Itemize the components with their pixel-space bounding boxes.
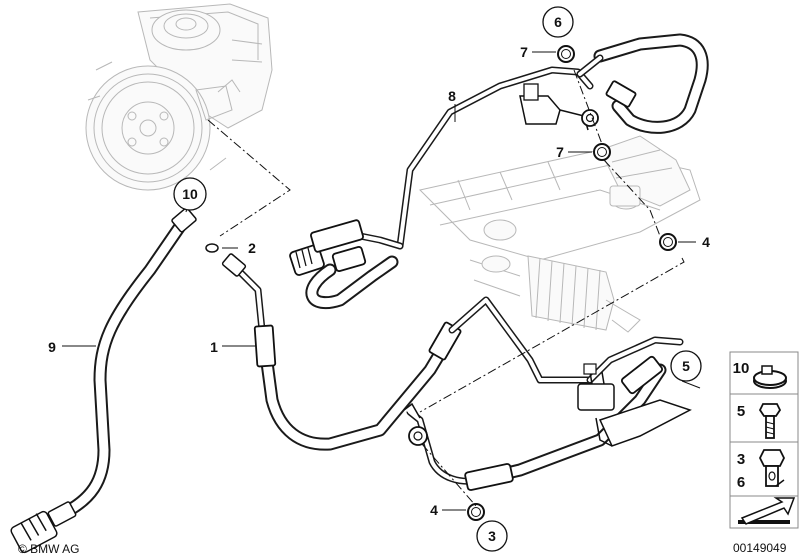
side-label-5: 5 [737, 403, 745, 420]
seal-ring-4-upper [659, 233, 677, 251]
part-label-5: 5 [682, 358, 690, 374]
direction-arrow-icon [738, 497, 796, 525]
part-label-7-upper: 7 [520, 44, 528, 60]
hose-clamp-icon [753, 365, 787, 389]
seal-ring-2 [205, 243, 219, 253]
small-parts-panel: 10 5 3 6 [729, 351, 799, 529]
part-label-4-upper: 4 [702, 234, 710, 250]
seal-ring-7-lower [593, 143, 611, 161]
hose-9 [10, 207, 197, 554]
part-label-9: 9 [48, 339, 56, 355]
alignment-lines [207, 69, 685, 507]
side-label-10: 10 [733, 360, 750, 377]
part-label-6: 6 [554, 14, 562, 30]
part-label-2: 2 [248, 240, 256, 256]
drawing-number: 00149049 [733, 541, 787, 555]
part-label-10: 10 [182, 186, 198, 202]
side-label-3: 3 [737, 451, 745, 468]
copyright-text: © BMW AG [18, 542, 80, 556]
side-label-6: 6 [737, 474, 745, 491]
callout-circle-5 [670, 350, 702, 382]
line-8 [289, 33, 709, 310]
steering-rack-drawing [419, 135, 701, 333]
callout-circle-10 [173, 177, 207, 211]
callout-circle-6 [542, 6, 574, 38]
bolt-icon [758, 403, 782, 439]
part-label-1: 1 [210, 339, 218, 355]
steering-pump-drawing [85, 3, 273, 191]
pipe-1 [221, 253, 594, 451]
rack-bellows [527, 255, 641, 333]
part-label-3: 3 [488, 528, 496, 544]
seal-ring-6 [557, 45, 575, 63]
banjo-bolt-icon [758, 449, 786, 487]
part-label-8: 8 [448, 88, 456, 104]
callout-circle-3 [476, 520, 508, 552]
seal-ring-4-lower [467, 503, 485, 521]
part-label-7-lower: 7 [556, 144, 564, 160]
line-3-assembly [403, 336, 692, 491]
part-label-4-lower: 4 [430, 502, 438, 518]
